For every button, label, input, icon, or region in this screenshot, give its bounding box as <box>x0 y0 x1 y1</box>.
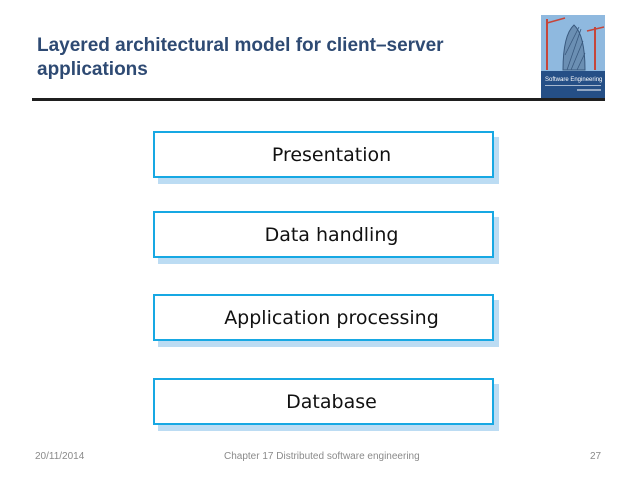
layer-data-handling: Data handling <box>153 211 499 264</box>
layer-presentation: Presentation <box>153 131 499 184</box>
footer-date: 20/11/2014 <box>35 451 85 462</box>
footer-page-number: 27 <box>590 451 602 462</box>
footer-chapter: Chapter 17 Distributed software engineer… <box>224 451 420 462</box>
layer-box: Data handling <box>153 211 494 258</box>
layer-box: Application processing <box>153 294 494 341</box>
layer-database: Database <box>153 378 499 431</box>
slide-title: Layered architectural model for client–s… <box>37 35 444 80</box>
layer-box: Database <box>153 378 494 425</box>
book-cover-title: Software Engineering <box>545 77 602 83</box>
book-cover-icon: Software Engineering <box>541 15 605 98</box>
layer-application-processing: Application processing <box>153 294 499 347</box>
title-divider <box>32 98 605 101</box>
book-cover-image: Software Engineering <box>541 15 605 98</box>
layer-box: Presentation <box>153 131 494 178</box>
